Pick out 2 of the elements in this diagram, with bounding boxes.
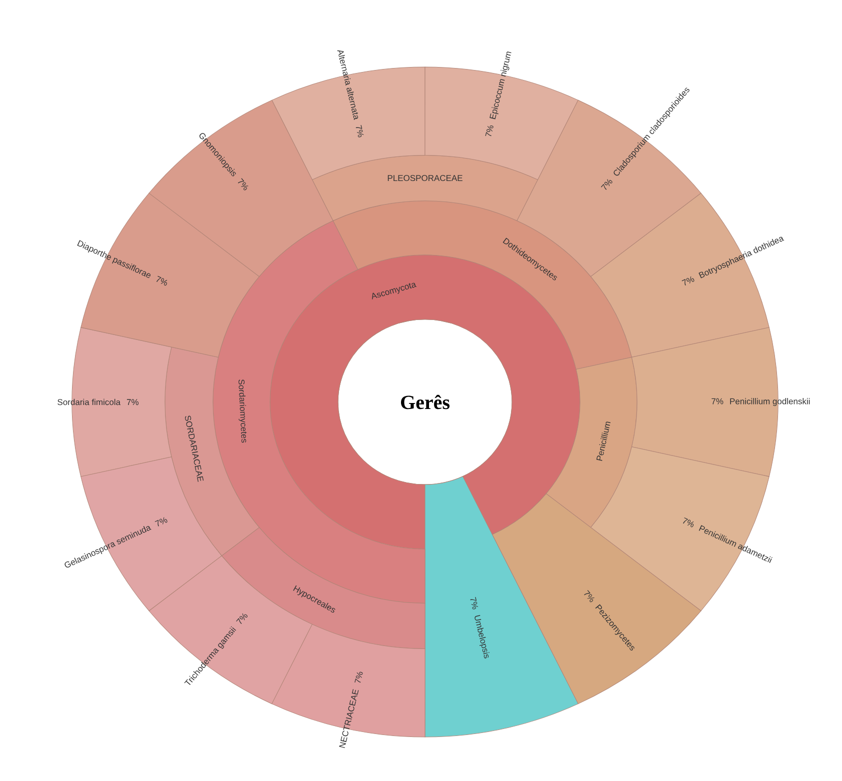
ring-segment: PLEOSPORACEAE [312, 155, 538, 221]
ring-segment: Penicillium [546, 356, 638, 528]
